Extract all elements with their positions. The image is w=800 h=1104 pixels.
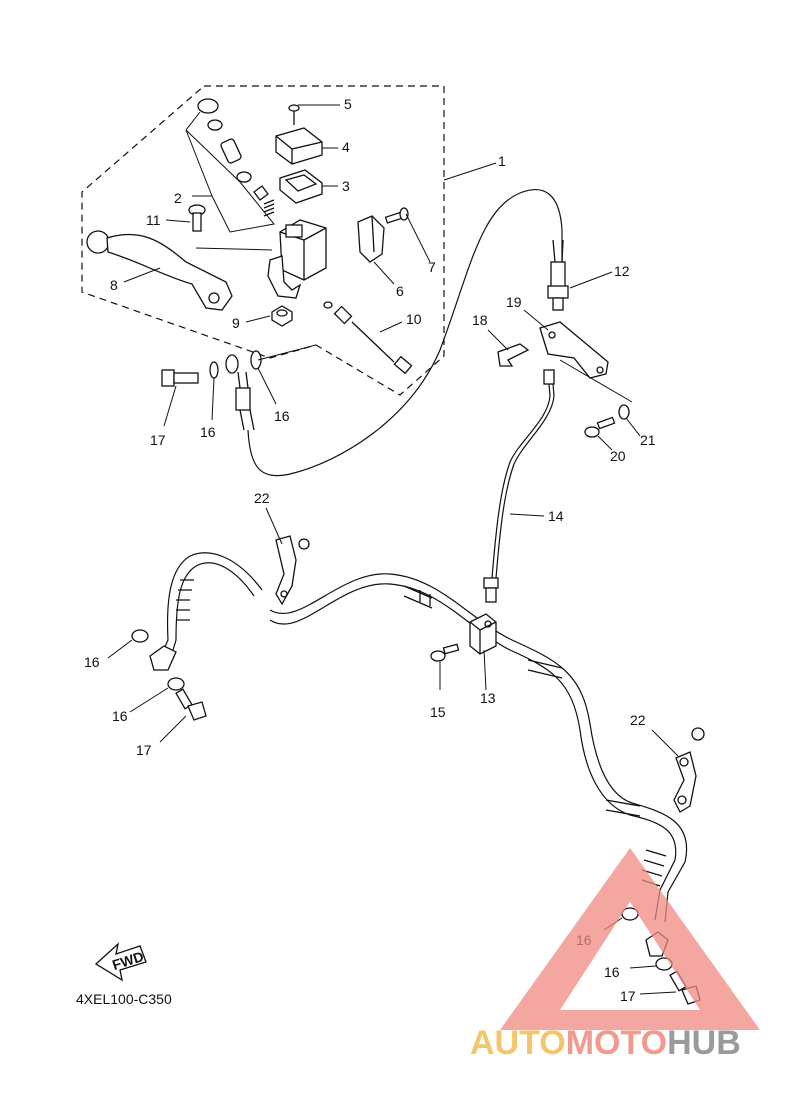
hose-union-left <box>149 645 177 671</box>
copper-washer <box>209 361 219 379</box>
part-label-15: 15 <box>430 704 446 720</box>
part-label-17: 17 <box>150 432 166 448</box>
joint-bolt <box>430 643 460 662</box>
copper-washer <box>167 677 185 691</box>
part-label-8: 8 <box>110 277 118 293</box>
part-label-20: 20 <box>610 448 626 464</box>
guide-washer <box>618 404 630 420</box>
watermark-hub: HUB <box>667 1024 741 1062</box>
part-label-17: 17 <box>136 742 152 758</box>
pivot-bolt <box>188 204 206 232</box>
part-label-13: 13 <box>480 690 496 706</box>
part-label-19: 19 <box>506 294 522 310</box>
brake-lever <box>86 230 233 311</box>
hose-armor-sections <box>176 579 667 887</box>
part-label-3: 3 <box>342 178 350 194</box>
part-label-4: 4 <box>342 139 350 155</box>
part-label-17: 17 <box>620 988 636 1004</box>
hose-fitting-top <box>547 239 569 311</box>
handlebar-holder <box>357 215 385 263</box>
brake-pipe <box>483 369 555 603</box>
reservoir-cap <box>275 127 323 165</box>
watermark-text: AUTOMOTOHUB <box>470 1024 741 1062</box>
master-cylinder-body <box>267 219 327 299</box>
part-label-16: 16 <box>84 654 100 670</box>
hose-bracket-lower <box>673 727 705 813</box>
part-label-14: 14 <box>548 508 564 524</box>
part-label-16: 16 <box>604 964 620 980</box>
part-label-5: 5 <box>344 96 352 112</box>
brake-hose-1 <box>247 189 563 477</box>
diaphragm <box>279 169 323 204</box>
part-label-16: 16 <box>200 424 216 440</box>
piston-kit <box>185 98 275 251</box>
fwd-arrow-icon: FWD <box>94 942 147 982</box>
watermark-moto: MOTO <box>566 1024 667 1062</box>
catalog-code: 4XEL100-C350 <box>76 991 172 1007</box>
part-label-22: 22 <box>254 490 270 506</box>
watermark-logo <box>500 848 760 1030</box>
brake-hose-lower-edge <box>269 573 688 923</box>
part-label-16: 16 <box>112 708 128 724</box>
union-bolt-left <box>175 688 207 721</box>
brake-hose-left-edge <box>159 552 263 659</box>
cap-screw <box>288 104 300 125</box>
part-label-2: 2 <box>174 190 182 206</box>
hose-bracket-upper <box>275 535 310 606</box>
hose-union-upper <box>225 354 255 431</box>
part-label-9: 9 <box>232 315 240 331</box>
part-label-12: 12 <box>614 263 630 279</box>
holder-bolt <box>384 207 409 224</box>
part-label-22: 22 <box>630 712 646 728</box>
hose-guide <box>539 321 609 379</box>
part-label-1: 1 <box>498 153 506 169</box>
part-label-18: 18 <box>472 312 488 328</box>
part-label-7: 7 <box>428 259 436 275</box>
brake-hose-left <box>169 562 255 661</box>
union-bolt-upper <box>161 369 199 387</box>
part-label-10: 10 <box>406 311 422 327</box>
hose-clamp <box>497 343 530 367</box>
warning-triangle-icon <box>500 848 760 1030</box>
part-label-11: 11 <box>146 212 161 228</box>
part-label-16: 16 <box>274 408 290 424</box>
guide-bolt <box>584 416 616 438</box>
leader-lines <box>107 104 679 995</box>
copper-washer <box>131 629 149 643</box>
lever-nut <box>271 305 293 327</box>
copper-washer <box>250 350 262 370</box>
part-labels: 1 2 3 4 5 6 7 8 9 10 11 12 13 14 15 16 1… <box>84 96 656 1004</box>
part-label-6: 6 <box>396 283 404 299</box>
brake-switch <box>323 301 413 375</box>
brake-hose-lower <box>269 583 677 921</box>
watermark-auto: AUTO <box>470 1024 566 1062</box>
hose-joint <box>469 613 497 655</box>
part-label-21: 21 <box>640 432 656 448</box>
